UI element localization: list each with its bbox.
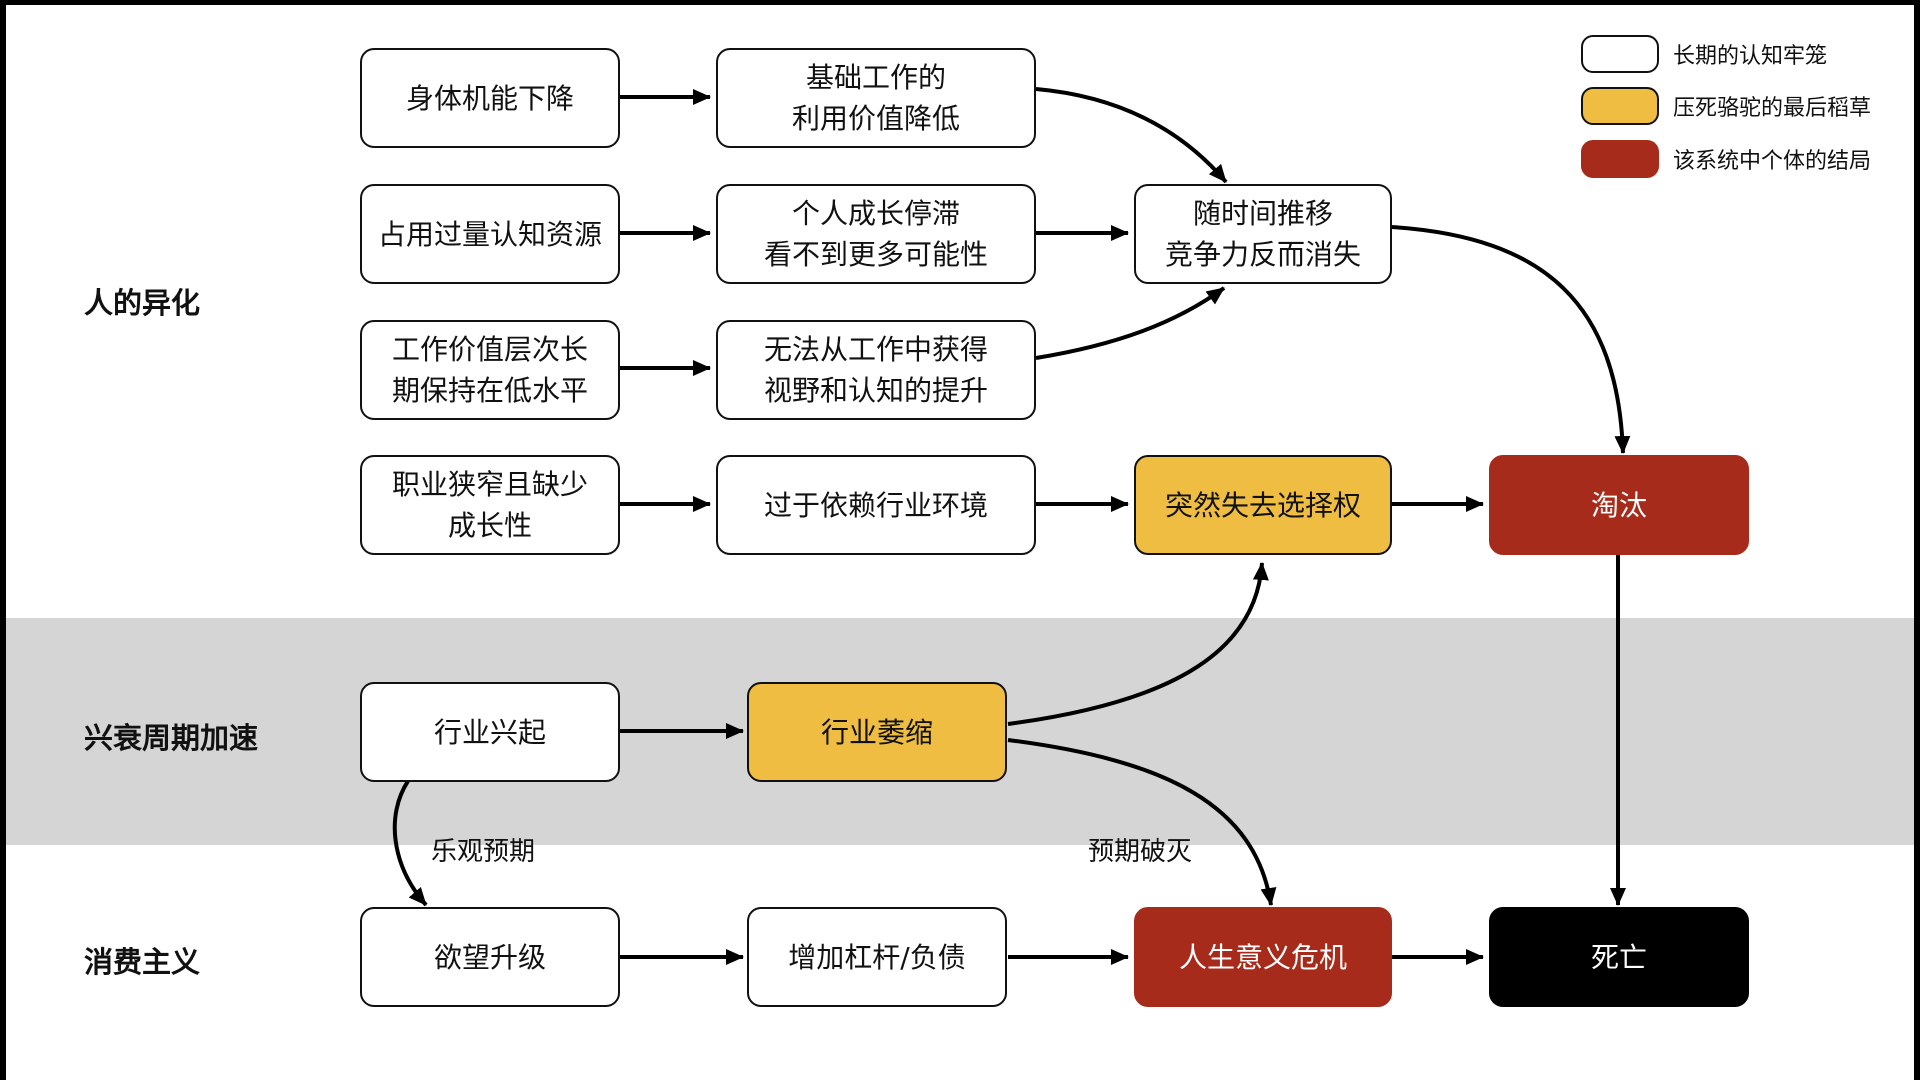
- node-text: 成长性: [447, 509, 532, 542]
- node-text: 期保持在低水平: [391, 374, 588, 407]
- node-text: 淘汰: [1590, 488, 1647, 522]
- node-death[interactable]: 死亡: [1489, 907, 1749, 1007]
- legend-swatch-white: [1581, 35, 1659, 73]
- legend-label: 压死骆驼的最后稻草: [1673, 96, 1872, 121]
- edge-novision-to-compete: [1035, 286, 1226, 360]
- node-text: 职业狭窄且缺少: [391, 468, 588, 501]
- legend-swatch-red: [1581, 140, 1659, 178]
- node-text: 无法从工作中获得: [763, 333, 988, 366]
- node-narrow-career[interactable]: 职业狭窄且缺少 成长性: [360, 455, 620, 555]
- node-text: 身体机能下降: [405, 81, 574, 115]
- legend-item-cage: 长期的认知牢笼: [1581, 35, 1827, 73]
- edge-compete-to-eliminated: [1391, 225, 1631, 454]
- node-industry-dependence[interactable]: 过于依赖行业环境: [716, 455, 1036, 555]
- node-text: 过于依赖行业环境: [763, 488, 988, 522]
- row-label-cycle: 兴衰周期加速: [84, 721, 259, 755]
- legend-label: 长期的认知牢笼: [1673, 44, 1828, 69]
- node-competitiveness-lost[interactable]: 随时间推移 竞争力反而消失: [1134, 184, 1392, 284]
- edge-label-optimistic: 乐观预期: [431, 837, 536, 867]
- legend-item-last-straw: 压死骆驼的最后稻草: [1581, 87, 1871, 125]
- legend-label: 该系统中个体的结局: [1673, 149, 1872, 174]
- edge-basic-to-compete: [1035, 87, 1228, 184]
- node-text: 随时间推移: [1192, 197, 1333, 230]
- node-industry-rise[interactable]: 行业兴起: [360, 682, 620, 782]
- node-leverage-debt[interactable]: 增加杠杆/负债: [747, 907, 1007, 1007]
- node-low-work-level[interactable]: 工作价值层次长 期保持在低水平: [360, 320, 620, 420]
- node-no-vision[interactable]: 无法从工作中获得 视野和认知的提升: [716, 320, 1036, 420]
- edge-label-disillusion: 预期破灭: [1088, 837, 1193, 867]
- node-text: 看不到更多可能性: [763, 238, 988, 271]
- node-text: 行业萎缩: [820, 715, 933, 749]
- node-text: 个人成长停滞: [791, 197, 960, 230]
- node-text: 增加杠杆/负债: [788, 940, 966, 974]
- node-growth-stagnation[interactable]: 个人成长停滞 看不到更多可能性: [716, 184, 1036, 284]
- node-meaning-crisis[interactable]: 人生意义危机: [1134, 907, 1392, 1007]
- node-cognitive-overuse[interactable]: 占用过量认知资源: [360, 184, 620, 284]
- node-text: 基础工作的: [805, 61, 946, 94]
- node-text: 竞争力反而消失: [1164, 238, 1361, 271]
- node-desire-upgrade[interactable]: 欲望升级: [360, 907, 620, 1007]
- node-eliminated[interactable]: 淘汰: [1489, 455, 1749, 555]
- diagram-canvas: 人的异化 兴衰周期加速 消费主义 身体机能下降 占用过量认知资源 工作价值层次长…: [6, 5, 1914, 1080]
- node-text: 占用过量认知资源: [377, 217, 602, 251]
- legend-item-outcome: 该系统中个体的结局: [1581, 140, 1871, 178]
- node-body-decline[interactable]: 身体机能下降: [360, 48, 620, 148]
- node-text: 视野和认知的提升: [763, 374, 988, 407]
- node-basic-work-value[interactable]: 基础工作的 利用价值降低: [716, 48, 1036, 148]
- node-lose-choice[interactable]: 突然失去选择权: [1134, 455, 1392, 555]
- row-label-consumerism: 消费主义: [84, 945, 201, 979]
- node-industry-shrink[interactable]: 行业萎缩: [747, 682, 1007, 782]
- node-text: 死亡: [1590, 940, 1647, 974]
- node-text: 突然失去选择权: [1164, 488, 1361, 522]
- row-label-alienation: 人的异化: [84, 286, 201, 320]
- node-text: 利用价值降低: [791, 102, 960, 135]
- node-text: 人生意义危机: [1178, 940, 1347, 974]
- node-text: 欲望升级: [433, 940, 546, 974]
- node-text: 工作价值层次长: [391, 333, 588, 366]
- node-text: 行业兴起: [433, 715, 546, 749]
- legend-swatch-yellow: [1581, 87, 1659, 125]
